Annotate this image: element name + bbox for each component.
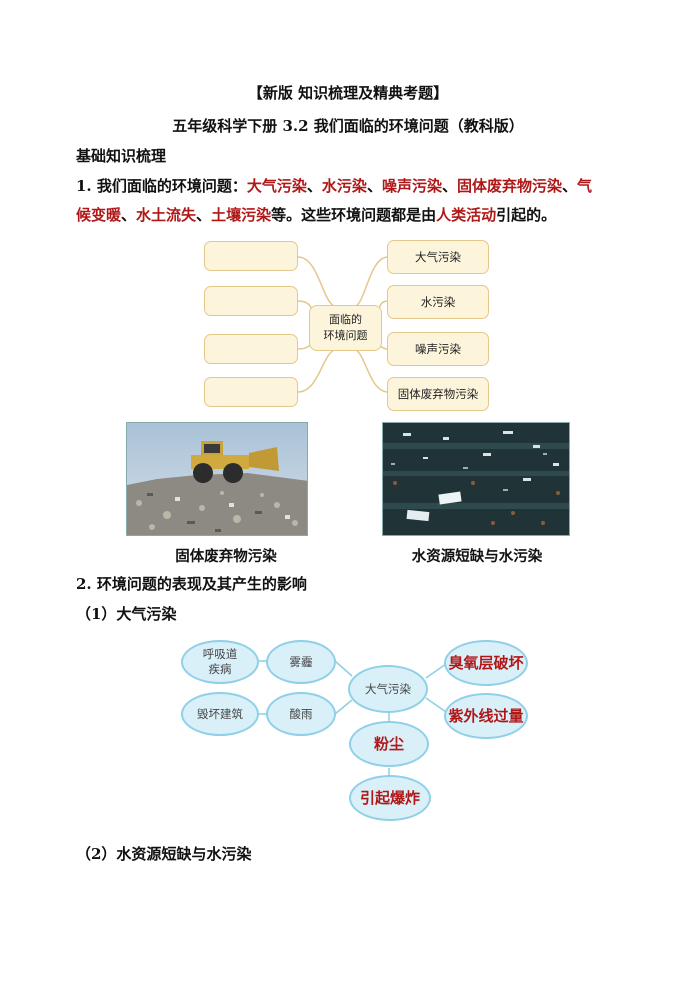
point1-paragraph: 1. 我们面临的环境问题：大气污染、水污染、噪声污染、固体废弃物污染、气 候变暖…: [76, 172, 636, 230]
mindmap1-right-water: 水污染: [387, 285, 489, 319]
point1-line1: 1. 我们面临的环境问题：大气污染、水污染、噪声污染、固体废弃物污染、气: [76, 177, 593, 195]
mindmap1-center: 面临的环境问题: [309, 305, 382, 351]
bubble-dust: 粉尘: [349, 721, 429, 767]
water-pollution-photo: [382, 422, 570, 536]
landfill-image: [127, 423, 307, 535]
page-title: 【新版 知识梳理及精典考题】: [247, 84, 449, 102]
mindmap1-left-box-2: [204, 286, 298, 316]
bubble-center-air: 大气污染: [348, 665, 428, 713]
section-heading-basic: 基础知识梳理: [76, 147, 167, 165]
bubble-ozone: 臭氧层破坏: [444, 640, 528, 686]
landfill-photo: [126, 422, 308, 536]
point2-heading: 2. 环境问题的表现及其产生的影响: [76, 575, 307, 593]
bubble-building: 毁坏建筑: [181, 692, 259, 736]
sub2-heading: （2）水资源短缺与水污染: [76, 845, 252, 863]
mindmap1-right-solid: 固体废弃物污染: [387, 377, 489, 411]
mindmap1-left-box-3: [204, 334, 298, 364]
water-caption: 水资源短缺与水污染: [411, 548, 543, 565]
mindmap1-right-air: 大气污染: [387, 240, 489, 274]
bubble-uv: 紫外线过量: [444, 693, 528, 739]
water-image: [383, 423, 569, 535]
bubble-respiratory: 呼吸道疾病: [181, 640, 259, 684]
bubble-explosion: 引起爆炸: [349, 775, 431, 821]
point1-line2: 候变暖、水土流失、土壤污染等。这些环境问题都是由人类活动引起的。: [76, 206, 557, 224]
bubble-acid-rain: 酸雨: [266, 692, 336, 736]
bubble-smog: 雾霾: [266, 640, 336, 684]
landfill-caption: 固体废弃物污染: [175, 548, 277, 565]
page-subtitle: 五年级科学下册 3.2 我们面临的环境问题（教科版）: [172, 117, 524, 135]
sub1-heading: （1）大气污染: [76, 605, 177, 623]
mindmap1-left-box-4: [204, 377, 298, 407]
mindmap1-right-noise: 噪声污染: [387, 332, 489, 366]
mindmap1-left-box-1: [204, 241, 298, 271]
